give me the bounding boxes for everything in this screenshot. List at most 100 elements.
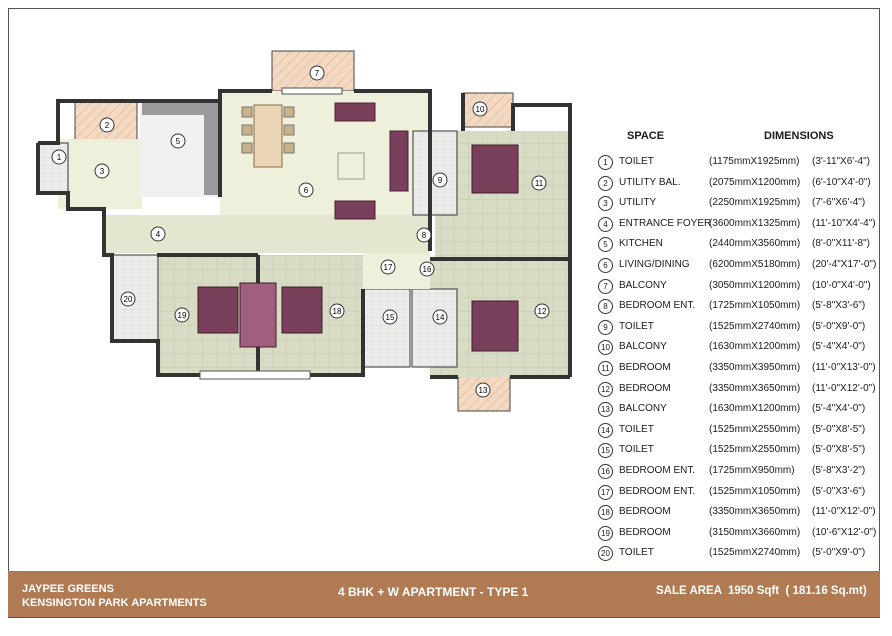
room-labels: 1 2 3 4 5 6 7 8 9 10 11 12 13 14 15 16 1… <box>51 65 550 398</box>
legend-mm: (1525mmX1050mm) <box>709 485 801 497</box>
legend-space: TOILET <box>619 156 654 167</box>
legend-space: TOILET <box>619 320 654 332</box>
legend-mm: (3350mmX3650mm) <box>709 506 801 518</box>
beds <box>197 144 519 352</box>
legend-ft: (5'-0"X8'-5") <box>812 444 866 456</box>
legend-ft: (5'-0"X9'-0") <box>812 547 866 559</box>
legend-number: 17 <box>598 484 613 500</box>
project-subname: KENSINGTON PARK APARTMENTS <box>22 597 207 609</box>
legend-ft: (7'-6"X6'-4") <box>812 197 866 209</box>
legend-space: BALCONY <box>619 341 667 353</box>
legend-mm: (2075mmX1200mm) <box>709 176 801 188</box>
legend-ft: (20'-4"X17'-0") <box>812 259 877 270</box>
legend-space: TOILET <box>619 423 654 435</box>
legend-mm: (1630mmX1200mm) <box>709 403 801 415</box>
legend-row: 8 BEDROOM ENT. (1725mmX1050mm) (5'-8"X3'-6"… <box>592 298 882 316</box>
legend-ft: (11'-0"X12'-0") <box>812 382 876 394</box>
legend-mm: (3150mmX3660mm) <box>709 526 801 538</box>
legend-number: 13 <box>598 402 613 418</box>
toilet-14 <box>411 288 458 368</box>
legend-number: 19 <box>598 525 613 541</box>
legend-ft: (6'-10"X4'-0") <box>812 176 871 188</box>
legend-space: BEDROOM ENT. <box>619 300 696 312</box>
kitchen-counter <box>142 103 218 115</box>
legend-space: BEDROOM <box>619 382 671 394</box>
unit-type: 4 BHK + W APARTMENT - TYPE 1 <box>338 585 529 599</box>
legend-ft: (5'-4"X4'-0") <box>812 341 866 353</box>
legend-number: 16 <box>598 464 613 479</box>
plan-label-7: 7 <box>315 69 320 78</box>
legend-number: 5 <box>598 237 613 253</box>
legend-number: 8 <box>598 299 613 315</box>
legend-row: 18 BEDROOM (3350mmX3650mm) (11'-0"X12'-0") <box>592 504 882 522</box>
legend-ft: (11'-10"X4'-4") <box>812 217 876 229</box>
space-header: SPACE <box>627 130 665 142</box>
legend-number: 1 <box>598 155 613 170</box>
legend-number: 4 <box>598 216 613 232</box>
legend-ft: (5'-0"X9'-0") <box>812 320 866 332</box>
legend-mm: (3350mmX3950mm) <box>709 362 801 373</box>
plan-label-13: 13 <box>479 386 488 395</box>
window-top <box>281 87 343 95</box>
legend-ft: (11'-0"X12'-0") <box>812 506 876 518</box>
legend-number: 9 <box>598 319 613 335</box>
plan-label-5: 5 <box>176 137 181 146</box>
plan-label-10: 10 <box>476 105 485 114</box>
legend-space: BEDROOM <box>619 526 671 538</box>
legend-space: LIVING/DINING <box>619 259 690 270</box>
legend-mm: (1725mmX1050mm) <box>709 300 801 312</box>
legend-ft: (8'-0"X11'-8") <box>812 238 870 250</box>
plan-label-6: 6 <box>304 186 309 195</box>
plan-label-8: 8 <box>422 231 427 240</box>
legend-ft: (5'-4"X4'-0") <box>812 403 866 415</box>
legend-number: 20 <box>598 546 613 562</box>
plan-label-19: 19 <box>178 311 187 320</box>
legend-number: 3 <box>598 196 613 212</box>
legend-row: 5 KITCHEN (2440mmX3560mm) (8'-0"X11'-8") <box>592 236 882 254</box>
legend-mm: (2440mmX3560mm) <box>709 238 801 250</box>
bedroom-ent-17 <box>363 253 430 289</box>
legend-space: UTILITY BAL. <box>619 176 681 188</box>
legend-space: UTILITY <box>619 197 657 209</box>
legend-number: 18 <box>598 505 613 521</box>
plan-label-1: 1 <box>57 153 62 162</box>
toilet-1 <box>37 142 69 194</box>
legend-ft: (5'-8"X3'-6") <box>812 300 866 312</box>
legend-space: BALCONY <box>619 279 667 291</box>
legend-space: BEDROOM <box>619 506 671 518</box>
legend-mm: (1525mmX2550mm) <box>709 444 801 456</box>
legend-number: 6 <box>598 258 613 273</box>
legend-row: 2 UTILITY BAL. (2075mmX1200mm) (6'-10"X4'-0… <box>592 175 882 193</box>
legend-mm: (3600mmX1325mm) <box>709 217 801 229</box>
floor-plan: 1 2 3 4 5 6 7 8 9 10 11 12 13 14 15 16 1… <box>36 50 572 412</box>
legend-mm: (1525mmX2550mm) <box>709 423 801 435</box>
toilet-9 <box>412 130 458 216</box>
legend-number: 14 <box>598 422 613 438</box>
legend-mm: (1525mmX2740mm) <box>709 547 801 559</box>
plan-label-14: 14 <box>436 313 445 322</box>
legend-number: 10 <box>598 340 613 356</box>
legend-number: 2 <box>598 175 613 191</box>
legend-space: KITCHEN <box>619 238 663 250</box>
plan-label-20: 20 <box>124 295 133 304</box>
dining-table <box>241 104 295 168</box>
project-name: JAYPEE GREENS <box>22 583 114 595</box>
toilet-15 <box>362 288 411 368</box>
plan-label-2: 2 <box>105 121 110 130</box>
legend-ft: (11'-0"X13'-0") <box>812 362 876 373</box>
